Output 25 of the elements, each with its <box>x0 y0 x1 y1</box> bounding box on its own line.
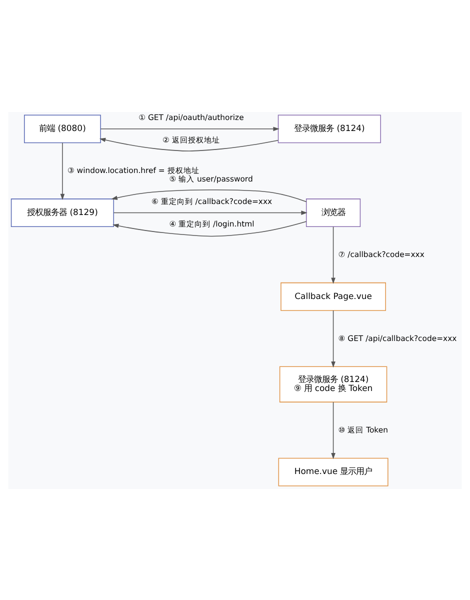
arrow <box>100 126 280 131</box>
node-box: 浏览器 <box>306 198 361 227</box>
arrow <box>113 210 308 214</box>
edge-label: ④ 重定向到 /login.html <box>169 218 254 228</box>
edge-label: ⑤ 输入 user/password <box>169 174 253 184</box>
arrow <box>60 142 65 200</box>
arrow <box>112 220 307 236</box>
arrow <box>331 310 336 368</box>
arrow <box>111 188 307 202</box>
arrow <box>99 137 278 151</box>
edge-label: ⑥ 重定向到 /callback?code=xxx <box>152 196 272 206</box>
node-box: Callback Page.vue <box>280 282 386 310</box>
edge-label: ② 返回授权地址 <box>162 134 220 144</box>
node-box: 登录微服务 (8124) ⑨ 用 code 换 Token <box>279 366 388 402</box>
node-box: 授权服务器 (8129) <box>10 198 114 227</box>
arrow <box>331 401 336 459</box>
edge-label: ⑧ GET /api/callback?code=xxx <box>338 333 457 342</box>
node-box: 前端 (8080) <box>24 114 101 143</box>
arrow <box>331 226 336 284</box>
node-box: Home.vue 显示用户 <box>278 457 388 486</box>
edge-label: ⑦ /callback?code=xxx <box>338 250 424 259</box>
edge-label: ③ window.location.href = 授权地址 <box>67 166 200 175</box>
edge-label: ⑩ 返回 Token <box>338 424 388 434</box>
node-box: 登录微服务 (8124) <box>278 114 381 143</box>
edge-label: ① GET /api/oauth/authorize <box>138 112 244 122</box>
